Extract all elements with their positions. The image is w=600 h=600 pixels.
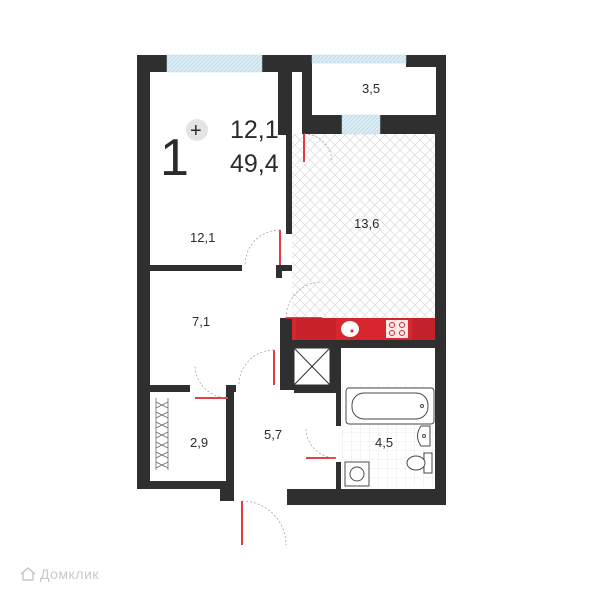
sink-icon [341, 321, 359, 337]
walls [137, 55, 446, 505]
room-area-bathroom: 4,5 [375, 435, 393, 450]
storage-shelves [155, 398, 169, 470]
living-area: 12,1 [230, 116, 279, 144]
window-bedroom [166, 54, 263, 73]
room-area-balcony: 3,5 [362, 81, 380, 96]
room-area-hallway: 5,7 [264, 427, 282, 442]
room-area-bedroom: 12,1 [190, 230, 215, 245]
rooms-count: 1 [160, 129, 189, 187]
window-balcony [311, 54, 407, 64]
plus-sign: + [190, 120, 202, 142]
room-area-kitchen-living: 13,6 [354, 216, 379, 231]
ventilation-shaft [293, 347, 331, 386]
room-area-storage: 2,9 [190, 435, 208, 450]
plus-badge [186, 119, 208, 141]
stove-icon [386, 320, 408, 338]
watermark: Домклик [20, 566, 99, 582]
total-area: 49,4 [230, 150, 279, 178]
watermark-text: Домклик [40, 566, 99, 582]
kitchen-floor [292, 134, 435, 318]
kitchen-counter [292, 318, 435, 340]
house-icon [20, 567, 36, 581]
room-area-small-room: 7,1 [192, 314, 210, 329]
bathroom-fixtures [344, 387, 435, 487]
door-swings [194, 133, 337, 546]
window-kitchen [341, 114, 381, 135]
